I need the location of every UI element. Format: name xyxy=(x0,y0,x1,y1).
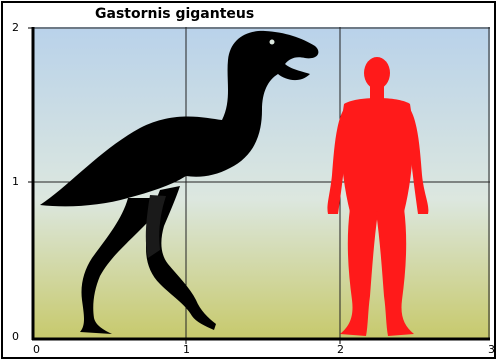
x-tick-label-2: 2 xyxy=(337,343,344,356)
y-tick-label-0: 0 xyxy=(12,330,19,343)
x-tick-label-1: 1 xyxy=(183,343,190,356)
x-tick-label-3: 3 xyxy=(488,343,495,356)
human-neck xyxy=(370,86,384,100)
bird-eye xyxy=(270,40,275,45)
x-tick-label-0: 0 xyxy=(33,343,40,356)
human-head xyxy=(364,57,390,89)
y-tick-label-2: 2 xyxy=(12,21,19,34)
diagram-title: Gastornis giganteus xyxy=(95,6,254,22)
y-tick-label-1: 1 xyxy=(12,175,19,188)
